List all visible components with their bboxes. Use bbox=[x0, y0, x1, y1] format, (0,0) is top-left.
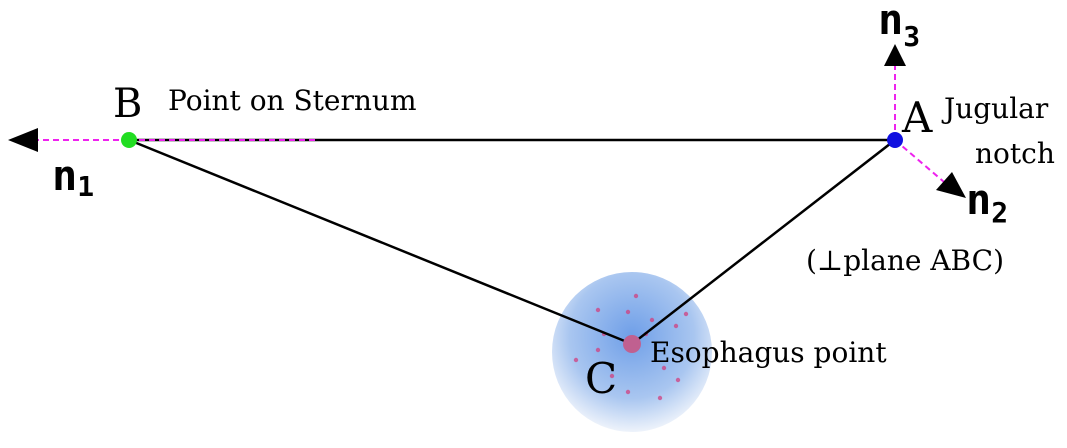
normal-n1-base: n bbox=[52, 151, 77, 200]
normal-n1-label: n1 bbox=[52, 151, 94, 203]
point-b-marker bbox=[121, 132, 137, 148]
edge-bc bbox=[128, 138, 633, 346]
point-a-label-line2: notch bbox=[975, 137, 1055, 170]
normal-n3-arrowhead bbox=[884, 44, 906, 66]
normal-n1-sub: 1 bbox=[77, 170, 94, 203]
point-a-marker bbox=[887, 132, 903, 148]
normal-n2-label: n2 bbox=[966, 175, 1008, 229]
point-c-label: Esophagus point bbox=[650, 336, 887, 369]
normal-n3-label: n3 bbox=[878, 0, 920, 53]
normal-n3-base: n bbox=[878, 0, 903, 44]
normal-n2-sub: 2 bbox=[991, 196, 1008, 229]
normal-n2-note: (⊥plane ABC) bbox=[806, 244, 1004, 277]
point-c-letter: C bbox=[585, 354, 617, 403]
normal-n2-arrowhead bbox=[936, 172, 966, 198]
point-b-letter: B bbox=[113, 81, 142, 127]
edge-ac bbox=[631, 139, 896, 345]
normal-n2-line bbox=[894, 139, 945, 183]
point-a-label-line1: Jugular bbox=[941, 92, 1049, 125]
point-a-letter: A bbox=[901, 93, 933, 142]
point-b-label: Point on Sternum bbox=[168, 84, 417, 117]
normal-n2-base: n bbox=[966, 175, 991, 224]
point-c-marker bbox=[623, 335, 641, 353]
normal-n1-arrowhead bbox=[8, 128, 38, 152]
normal-n3-sub: 3 bbox=[903, 20, 920, 53]
